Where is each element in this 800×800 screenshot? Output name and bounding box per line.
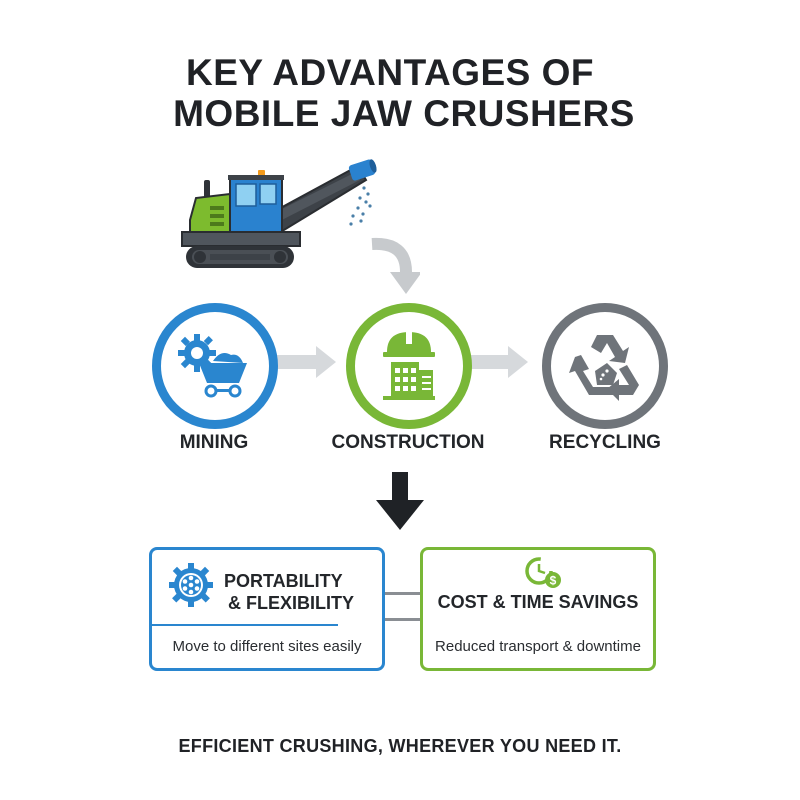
- gear-mine-cart-icon: [178, 334, 247, 398]
- construction-circle: [346, 303, 472, 429]
- cost-savings-card: $ COST & TIME SAVINGS Reduced transport …: [420, 547, 656, 671]
- mobile-jaw-crusher-illustration: [170, 158, 380, 273]
- hardhat-building-icon: [383, 332, 435, 400]
- arrow-shaft-construction-recycling: [468, 355, 514, 369]
- construction-label: CONSTRUCTION: [331, 432, 485, 453]
- mining-circle: [152, 303, 278, 429]
- down-arrow-icon: [376, 472, 424, 532]
- arrow-shaft-mining-construction: [276, 355, 322, 369]
- arrow-head-construction-recycling: [508, 346, 528, 378]
- svg-text:$: $: [550, 574, 557, 588]
- portability-divider: [152, 624, 338, 626]
- recycle-icon: [569, 335, 639, 401]
- portability-title-line-2: & FLEXIBILITY: [228, 593, 354, 613]
- mining-label: MINING: [179, 432, 249, 453]
- arrow-head-mining-construction: [316, 346, 336, 378]
- title-line-1: KEY ADVANTAGES OF: [185, 52, 594, 93]
- gear-wheel-icon: [168, 562, 214, 613]
- portability-title-line-1: PORTABILITY: [224, 571, 343, 591]
- footer-tagline: EFFICIENT CRUSHING, WHEREVER YOU NEED IT…: [178, 736, 622, 756]
- cost-savings-title: COST & TIME SAVINGS: [437, 592, 639, 612]
- portability-description: Move to different sites easily: [172, 638, 362, 655]
- cost-savings-description: Reduced transport & downtime: [435, 638, 641, 655]
- card-connector-bottom: [384, 618, 422, 621]
- clock-dollar-icon: $: [523, 556, 565, 595]
- recycling-label: RECYCLING: [549, 432, 661, 453]
- title-line-2: MOBILE JAW CRUSHERS: [173, 93, 635, 134]
- recycling-circle: [542, 303, 668, 429]
- curved-down-arrow-icon: [370, 236, 422, 298]
- card-connector-top: [384, 592, 422, 595]
- portability-card: PORTABILITY & FLEXIBILITY Move to differ…: [149, 547, 385, 671]
